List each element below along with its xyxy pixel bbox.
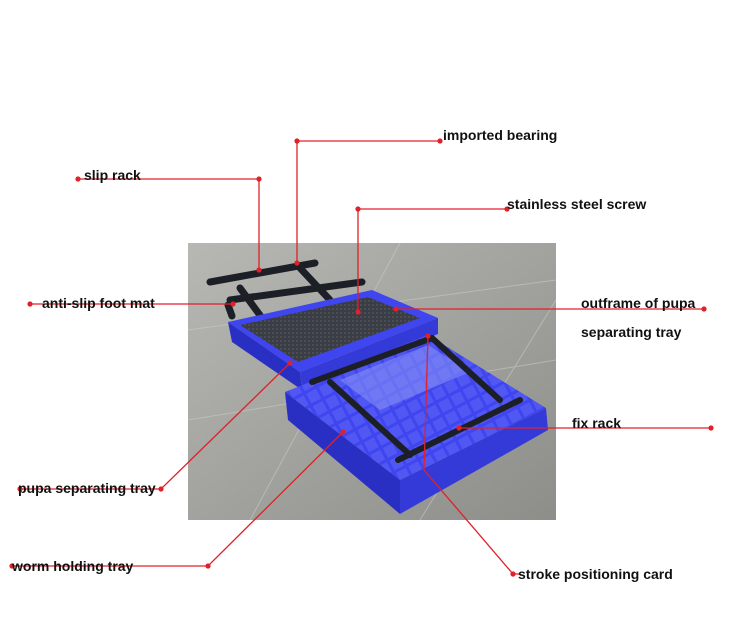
dot bbox=[437, 138, 443, 144]
label-outframe-line1: outframe of pupa bbox=[581, 295, 696, 311]
dot bbox=[340, 429, 346, 435]
label-pupa-separating-tray: pupa separating tray bbox=[18, 480, 156, 496]
dot bbox=[355, 206, 361, 212]
dot bbox=[287, 360, 293, 366]
dot bbox=[230, 301, 236, 307]
label-outframe-line2: separating tray bbox=[581, 324, 682, 340]
dot bbox=[27, 301, 33, 307]
label-fix-rack: fix rack bbox=[572, 415, 622, 431]
dot bbox=[425, 333, 431, 339]
pupa-separating-tray-photo bbox=[228, 290, 438, 390]
dot bbox=[701, 306, 707, 312]
dot bbox=[75, 176, 81, 182]
leader-lines bbox=[12, 140, 711, 575]
dot bbox=[393, 306, 399, 312]
dot bbox=[355, 309, 361, 315]
label-stainless-steel-screw: stainless steel screw bbox=[507, 196, 647, 212]
product-photo bbox=[187, 242, 557, 521]
dot bbox=[294, 138, 300, 144]
label-worm-holding-tray: worm holding tray bbox=[12, 558, 134, 574]
dot bbox=[158, 486, 164, 492]
dot bbox=[510, 571, 516, 577]
dot bbox=[708, 425, 714, 431]
label-slip-rack: slip rack bbox=[84, 167, 141, 183]
worm-holding-tray-photo bbox=[285, 335, 548, 514]
dot bbox=[504, 206, 510, 212]
dot bbox=[256, 267, 262, 273]
leader-dots bbox=[9, 138, 714, 577]
label-stroke-positioning-card: stroke positioning card bbox=[518, 566, 673, 582]
leader-stroke-positioning-card bbox=[423, 335, 520, 575]
dot bbox=[294, 260, 300, 266]
label-anti-slip-foot-mat: anti-slip foot mat bbox=[42, 295, 155, 311]
dot bbox=[256, 176, 262, 182]
label-imported-bearing: imported bearing bbox=[443, 127, 558, 143]
dot bbox=[456, 425, 462, 431]
dot bbox=[205, 563, 211, 569]
dot bbox=[17, 486, 23, 492]
dot bbox=[9, 563, 15, 569]
